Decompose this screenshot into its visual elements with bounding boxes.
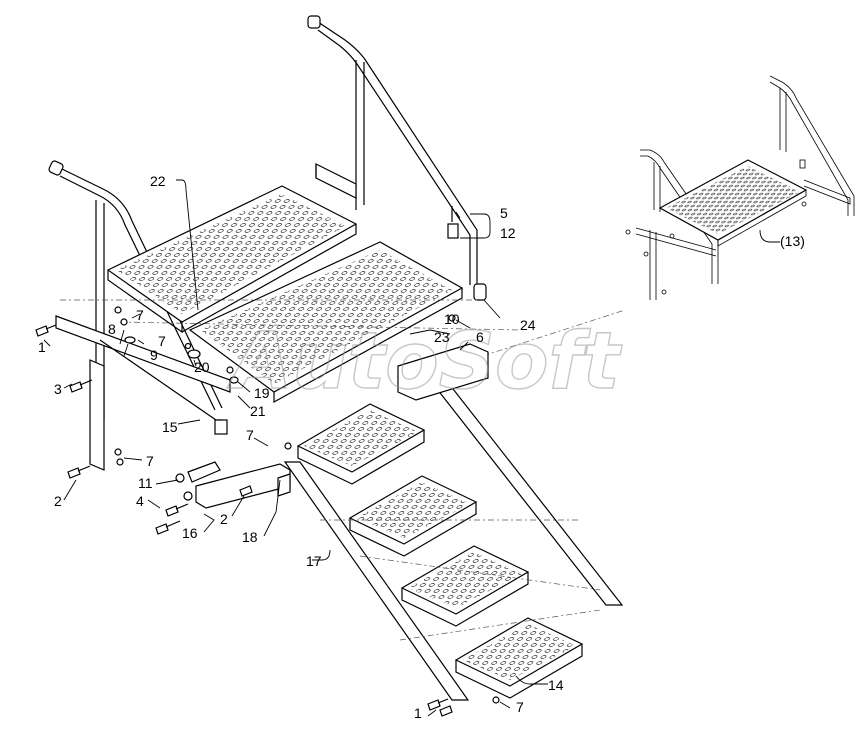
- tread-4: [454, 617, 584, 699]
- left-handrail: [59, 175, 216, 411]
- callout-14: 14: [548, 677, 564, 693]
- watermark: AutoSoft: [226, 317, 622, 407]
- callout-13: (13): [780, 233, 805, 249]
- callout-7: 7: [158, 333, 166, 349]
- foot-pad-24: [473, 283, 487, 301]
- front-frame-rail: [55, 315, 231, 393]
- callout-23: 23: [434, 329, 450, 345]
- tread-3: [400, 545, 530, 627]
- callout-7: 7: [516, 699, 524, 715]
- callout-labels: 1 1 2 2 3 4 5 6 7 7 7 7 7 8 9 10 11 12 (…: [38, 173, 805, 721]
- callout-1: 1: [38, 339, 46, 355]
- callout-20: 20: [194, 359, 210, 375]
- callout-16: 16: [182, 525, 198, 541]
- callout-17: 17: [306, 553, 322, 569]
- callout-7: 7: [246, 427, 254, 443]
- upper-bracket: [397, 343, 489, 401]
- callout-2: 2: [220, 511, 228, 527]
- callout-10: 10: [444, 311, 460, 327]
- callout-22: 22: [150, 173, 166, 189]
- left-stringer: [283, 461, 470, 701]
- platform-assembly: [48, 15, 626, 471]
- callout-18: 18: [242, 529, 258, 545]
- callout-21: 21: [250, 403, 266, 419]
- callout-24: 24: [520, 317, 536, 333]
- callout-5: 5: [500, 205, 508, 221]
- callout-12: 12: [500, 225, 516, 241]
- callout-11: 11: [138, 475, 153, 491]
- spacer-12: [447, 223, 459, 239]
- fasteners: [35, 206, 500, 717]
- tread-2: [348, 475, 478, 557]
- callout-9: 9: [150, 347, 158, 363]
- callout-6: 6: [476, 329, 484, 345]
- callout-1: 1: [414, 705, 422, 721]
- callout-3: 3: [54, 381, 62, 397]
- callout-2: 2: [54, 493, 62, 509]
- right-handrail: [317, 21, 478, 285]
- callout-15: 15: [162, 419, 178, 435]
- callout-7: 7: [136, 307, 144, 323]
- callout-8: 8: [108, 321, 116, 337]
- tread-1: [296, 403, 426, 485]
- inset-assembled-view: [625, 75, 855, 300]
- leader-lines: [43, 179, 780, 717]
- callout-19: 19: [254, 385, 270, 401]
- callout-7: 7: [146, 453, 154, 469]
- left-leg-channel: [89, 359, 105, 471]
- callout-4: 4: [136, 493, 144, 509]
- stair-assembly: [187, 343, 624, 701]
